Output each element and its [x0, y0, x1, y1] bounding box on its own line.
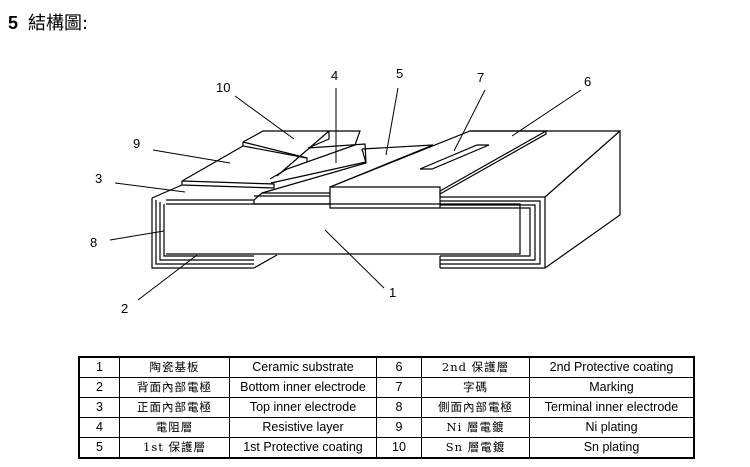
callout-6: 6 — [584, 74, 591, 89]
legend-name-zh: 側面內部電極 — [421, 397, 530, 418]
substrate-bottom-back — [253, 254, 278, 269]
sn-plating-front-2 — [242, 141, 308, 159]
section-title-text: 結構圖: — [28, 13, 89, 34]
leader-7 — [453, 89, 486, 152]
legend-number: 6 — [376, 356, 422, 378]
ceramic-substrate-front — [166, 203, 521, 255]
legend-name-en: Ni plating — [529, 417, 695, 438]
resistive-step — [253, 192, 330, 201]
legend-name-en: Top inner electrode — [229, 397, 377, 418]
legend-name-zh: 陶瓷基板 — [119, 356, 230, 378]
leader-3 — [114, 182, 186, 193]
leader-2 — [137, 254, 198, 301]
legend-name-en: Bottom inner electrode — [229, 377, 377, 398]
resistive-layer — [270, 131, 367, 184]
legend-name-en: Sn plating — [529, 437, 695, 459]
ni-plating-front — [181, 180, 275, 189]
legend-name-en: Terminal inner electrode — [529, 397, 695, 418]
legend-name-zh: 正面內部電極 — [119, 397, 230, 418]
legend-name-zh: 1st 保護層 — [119, 437, 230, 459]
section-title: 5 結構圖: — [8, 9, 88, 35]
left-terminal-outer — [151, 198, 254, 269]
callout-1: 1 — [389, 285, 396, 300]
legend-name-en: Marking — [529, 377, 695, 398]
legend-name-en: Resistive layer — [229, 417, 377, 438]
callout-2: 2 — [121, 301, 128, 316]
leader-8 — [109, 230, 165, 241]
leader-10 — [234, 95, 295, 140]
left-terminal-top — [151, 184, 183, 199]
legend-number: 5 — [78, 437, 120, 459]
left-terminal-layer-3 — [163, 204, 254, 257]
leader-9 — [152, 149, 231, 164]
leader-1 — [324, 229, 385, 289]
protective-coating-2-front — [329, 186, 441, 209]
protective-coating-1 — [329, 144, 434, 188]
callout-3: 3 — [95, 171, 102, 186]
right-terminal-layer-2 — [440, 204, 536, 261]
legend-number: 8 — [376, 397, 422, 418]
legend-name-en: 1st Protective coating — [229, 437, 377, 459]
legend-row: 5 1st 保護層 1st Protective coating 10 Sn 層… — [78, 437, 695, 459]
section-number: 5 — [8, 13, 19, 33]
legend-name-zh: Sn 層電鍍 — [421, 437, 530, 459]
legend-number: 2 — [78, 377, 120, 398]
legend-number: 7 — [376, 377, 422, 398]
right-terminal-layer-1 — [440, 200, 541, 265]
left-terminal-layer-1 — [155, 200, 254, 265]
callout-8: 8 — [90, 235, 97, 250]
right-terminal-layer-3 — [440, 207, 531, 257]
legend-number: 10 — [376, 437, 422, 459]
legend-name-zh: Ni 層電鍍 — [421, 417, 530, 438]
resistive-layer-edge — [276, 130, 330, 177]
right-terminal-front — [440, 196, 546, 269]
marking-rectangle — [419, 144, 490, 170]
legend-row: 2 背面內部電極 Bottom inner electrode 7 字碼 Mar… — [78, 377, 695, 398]
ni-plating-top — [181, 145, 244, 182]
legend-table: 1 陶瓷基板 Ceramic substrate 6 2nd 保護層 2nd P… — [78, 356, 695, 459]
left-terminal-layer-2 — [159, 202, 254, 261]
callout-7: 7 — [477, 70, 484, 85]
legend-name-en: Ceramic substrate — [229, 356, 377, 378]
sn-plating-top — [242, 130, 361, 180]
callout-5: 5 — [396, 66, 403, 81]
legend-number: 4 — [78, 417, 120, 438]
legend-row: 1 陶瓷基板 Ceramic substrate 6 2nd 保護層 2nd P… — [78, 356, 695, 378]
legend-name-en: 2nd Protective coating — [529, 356, 695, 378]
legend-name-zh: 字碼 — [421, 377, 530, 398]
sn-plating-front — [242, 142, 308, 162]
legend-name-zh: 電阻層 — [119, 417, 230, 438]
right-side-face — [544, 129, 621, 269]
protective-coating-1-left — [261, 148, 367, 194]
leader-6 — [511, 89, 582, 137]
legend-name-zh: 2nd 保護層 — [421, 356, 530, 378]
chip-resistor-structure-diagram: 1 2 3 4 5 6 7 8 9 10 — [90, 66, 621, 316]
callout-10: 10 — [216, 80, 230, 95]
callout-4: 4 — [331, 68, 338, 83]
leader-5 — [385, 87, 399, 156]
legend-number: 9 — [376, 417, 422, 438]
legend-number: 1 — [78, 356, 120, 378]
legend-row: 4 電阻層 Resistive layer 9 Ni 層電鍍 Ni platin… — [78, 417, 695, 438]
legend-name-zh: 背面內部電極 — [119, 377, 230, 398]
legend-number: 3 — [78, 397, 120, 418]
callout-9: 9 — [133, 136, 140, 151]
legend-row: 3 正面內部電極 Top inner electrode 8 側面內部電極 Te… — [78, 397, 695, 418]
